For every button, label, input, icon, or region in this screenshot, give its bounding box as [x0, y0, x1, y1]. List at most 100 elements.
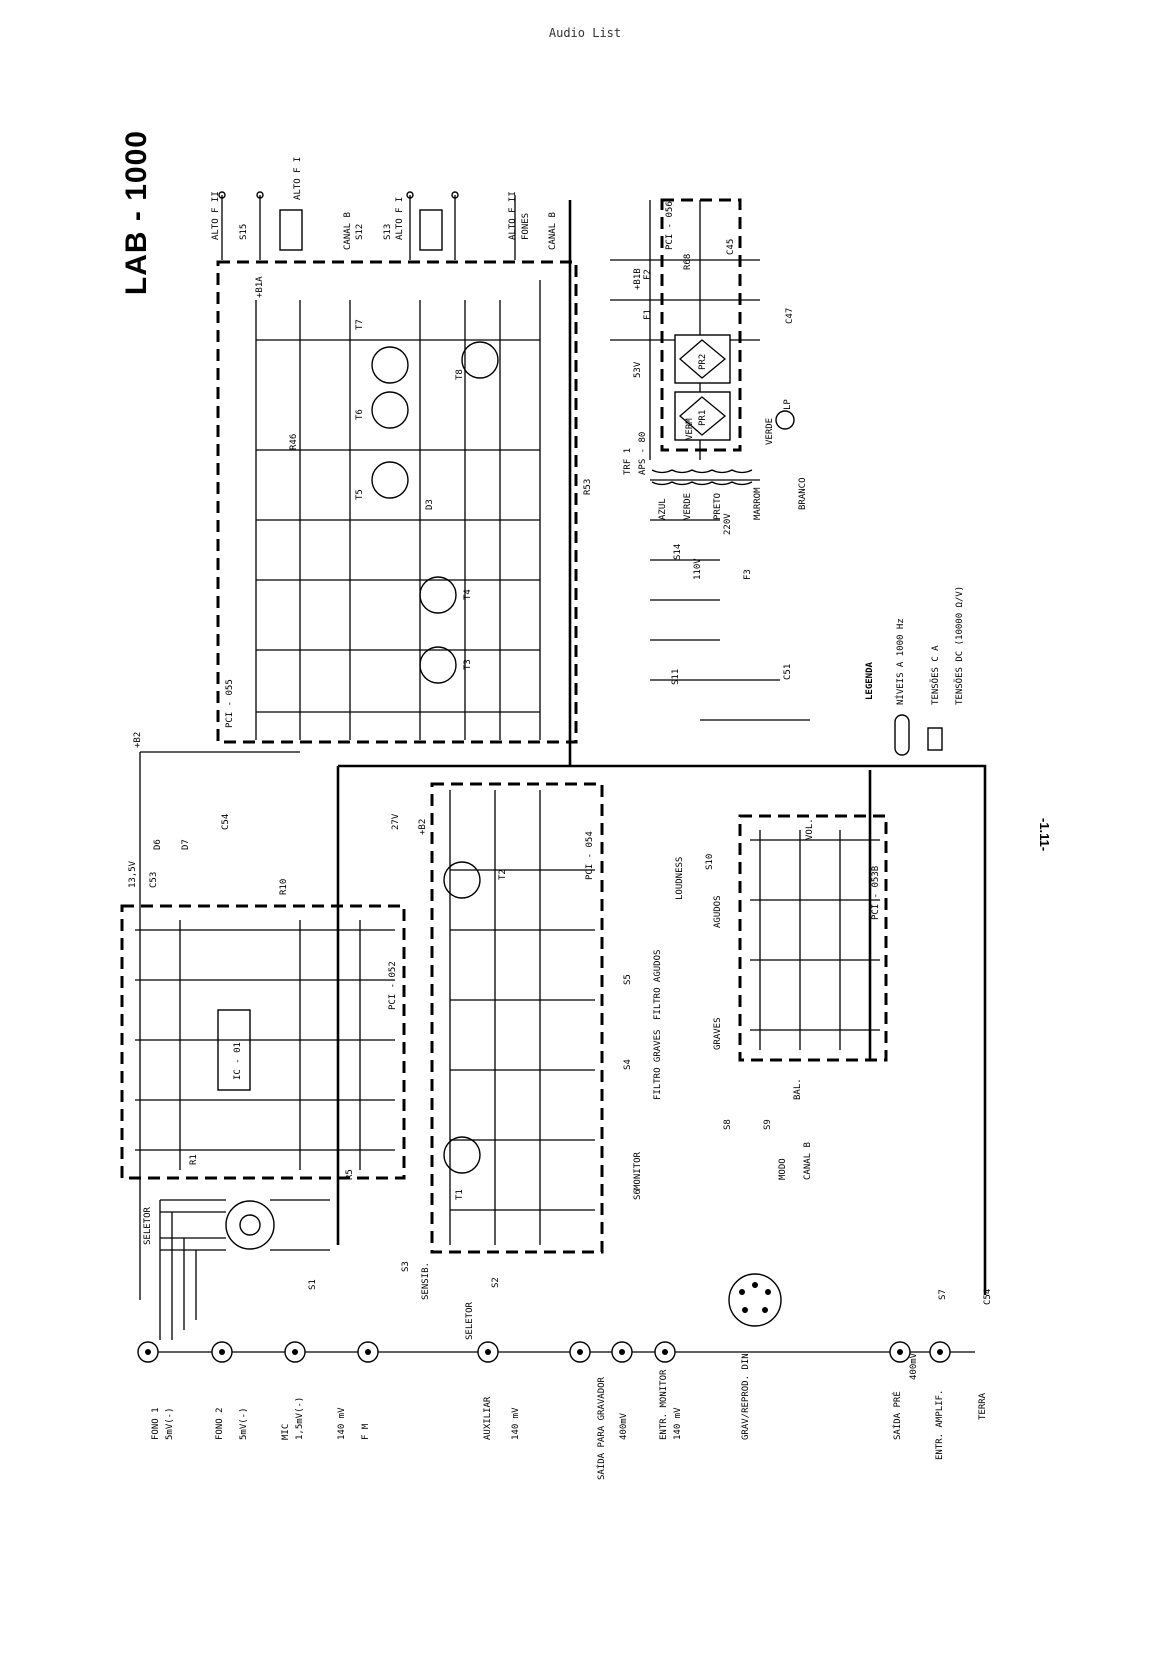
- switch-id: S8: [723, 1119, 733, 1130]
- switch-id: S3: [401, 1261, 411, 1272]
- input-jacks: [137, 1341, 951, 1363]
- rail-label: 27V: [391, 813, 401, 830]
- switch-id: S1: [308, 1279, 318, 1290]
- resistor-label: R46: [289, 434, 299, 450]
- capacitor-label: C54: [221, 814, 231, 830]
- input-label: FONO 2: [215, 1407, 225, 1440]
- switch-label: LOUDNESS: [675, 857, 685, 900]
- board-label: PCI - 052: [388, 961, 398, 1010]
- wire-color: BRANCO: [798, 477, 808, 510]
- switch-label: SELETOR: [143, 1206, 153, 1245]
- switch-label: AGUDOS: [713, 895, 723, 928]
- switch-label: BAL.: [793, 1078, 803, 1100]
- board-pci052-outline: [120, 904, 406, 1180]
- switch-id: S10: [705, 854, 715, 870]
- ic01-body: [217, 1009, 251, 1091]
- transistors: [371, 341, 499, 1174]
- speaker-labels: ALTO F II ALTO F I ALTO F I ALTO F II CA…: [211, 157, 558, 250]
- rectifier-label: PR1: [698, 410, 708, 426]
- switch-id: S15: [239, 224, 249, 240]
- transformer-model: APS - 80: [638, 432, 648, 475]
- legend-item: TENSÕES C A: [929, 645, 941, 705]
- input-level: 140 mV: [511, 1407, 521, 1440]
- switch-id: S9: [763, 1119, 773, 1130]
- transistor-label: T2: [498, 869, 508, 880]
- diode-label: D6: [153, 839, 163, 850]
- switch-label: GRAVES: [713, 1017, 723, 1050]
- switch-label: CANAL B: [803, 1142, 813, 1180]
- input-label: FONO 1: [151, 1407, 161, 1440]
- input-label: SAÍDA PRÉ: [891, 1391, 903, 1440]
- rail-label: +B1B: [633, 268, 643, 290]
- component-labels: R1 R5 R10 R46 R53 R68 C53 C54 C45 C47 C5…: [149, 239, 993, 1305]
- input-label: SAÍDA PARA GRAVADOR: [595, 1376, 607, 1480]
- resistor-label: R68: [683, 254, 693, 270]
- switch-labels: S1 S2 S3 S4 S5 S6 S7 S8 S9 S10 S11 S12 S…: [143, 224, 948, 1340]
- resistor-label: R53: [583, 479, 593, 495]
- input-label: GRAV/REPROD. DIN: [741, 1353, 751, 1440]
- input-label: ENTR. AMPLIF.: [935, 1390, 945, 1460]
- switch-id: S14: [673, 544, 683, 560]
- board-label: PCI - 055: [225, 679, 235, 728]
- speaker-label: ALTO F II: [508, 191, 518, 240]
- transformer-label: TRF 1: [623, 448, 633, 475]
- switch-id: S4: [623, 1059, 633, 1070]
- switch-id: S7: [938, 1289, 948, 1300]
- transistor-label: IC - 01: [233, 1042, 243, 1080]
- transistor-label: T1: [455, 1189, 465, 1200]
- wire-color: AZUL: [658, 498, 668, 520]
- rectifier-bridges: [674, 334, 731, 441]
- transformer-trf1: [651, 469, 753, 486]
- rectifier-label: PR2: [698, 354, 708, 370]
- fuse-label: F2: [643, 269, 653, 280]
- mains-label: 220V: [723, 513, 733, 535]
- capacitor-label: C45: [726, 239, 736, 255]
- pci053b-wiring: [750, 830, 880, 1050]
- selector-switch-s1: [159, 1199, 330, 1340]
- switch-id: S2: [491, 1277, 501, 1288]
- rail-label: +B2: [418, 819, 428, 835]
- capacitor-label: C51: [783, 664, 793, 680]
- legend-item: TENSÕES DC (10000 Ω/V): [953, 586, 965, 705]
- wire-color: MARROM: [753, 487, 763, 520]
- board-labels: PCI - 055 PCI - 052 PCI - 054 PCI - 053B…: [225, 201, 881, 1010]
- diode-label: D7: [181, 839, 191, 850]
- board-label: PCI - 054: [585, 831, 595, 880]
- pci055-wiring: [255, 280, 541, 740]
- main-bus: [338, 764, 987, 1295]
- input-label: ENTR. MONITOR: [659, 1369, 669, 1440]
- board-pci056-outline: [660, 198, 742, 452]
- legend: LEGENDA NÍVEIS A 1000 Hz TENSÕES C A TEN…: [865, 586, 965, 705]
- wire-color: VERM: [685, 418, 695, 440]
- pci054-wiring: [449, 790, 595, 1245]
- wire-color: VERDE: [683, 493, 693, 520]
- din-connector: [728, 1273, 782, 1327]
- power-labels: TRF 1 APS - 80 PR1 PR2 F1 F2 F3 LP AZUL …: [128, 268, 808, 888]
- pci052-wiring: [135, 920, 395, 1170]
- board-pci054-outline: [430, 782, 604, 1254]
- transistor-label: T8: [455, 369, 465, 380]
- transistor-label: T4: [463, 589, 473, 600]
- input-level: 140 mV: [337, 1407, 347, 1440]
- input-level: 5mV(-): [239, 1407, 249, 1440]
- diode-label: D3: [425, 499, 435, 510]
- switch-label: FILTRO AGUDOS: [653, 950, 663, 1020]
- switch-label: MODO: [778, 1158, 788, 1180]
- input-level: 140 mV: [673, 1407, 683, 1440]
- capacitor-label: C54: [983, 1289, 993, 1305]
- rail-label: +B1A: [255, 276, 265, 298]
- rail-label: 53V: [633, 361, 643, 378]
- resistor-label: R1: [189, 1154, 199, 1165]
- board-label: PCI - 053B: [871, 866, 881, 920]
- transistor-label: T3: [463, 659, 473, 670]
- resistor-label: R5: [345, 1169, 355, 1180]
- switch-id: S12: [355, 224, 365, 240]
- legend-title: LEGENDA: [865, 661, 875, 700]
- board-pci053b-outline: [738, 814, 888, 1062]
- speaker-terminals: [218, 191, 516, 260]
- legend-item: NÍVEIS A 1000 Hz: [894, 618, 906, 705]
- speaker-label: CANAL B: [343, 212, 353, 250]
- speaker-label: ALTO F I: [293, 157, 303, 200]
- speaker-label: FONES: [521, 213, 531, 240]
